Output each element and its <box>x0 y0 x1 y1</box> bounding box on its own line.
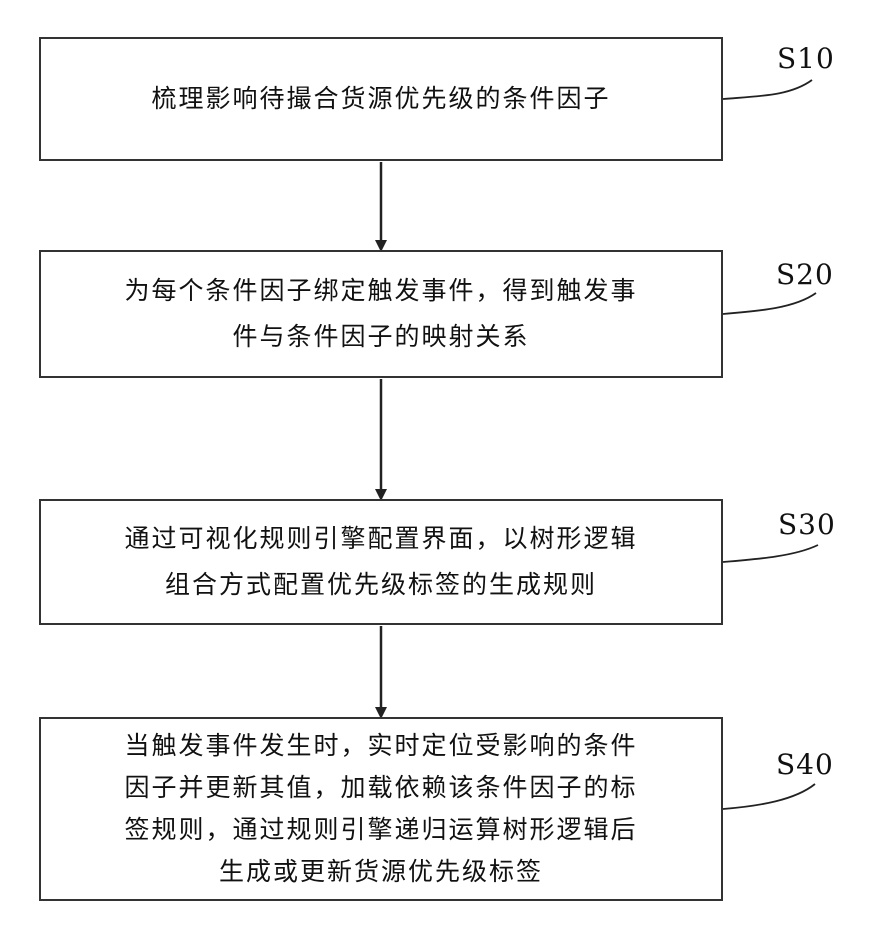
step-label-s20: S20 <box>776 258 834 291</box>
leader-line-s20 <box>723 293 816 314</box>
step-box-s20: 为每个条件因子绑定触发事件，得到触发事 件与条件因子的映射关系 <box>39 250 723 378</box>
step-text-s40: 当触发事件发生时，实时定位受影响的条件 因子并更新其值，加载依赖该条件因子的标 … <box>114 725 647 893</box>
leader-line-s10 <box>723 80 812 99</box>
step-label-s40: S40 <box>776 748 834 781</box>
step-label-s30: S30 <box>778 508 836 541</box>
step-text-s10: 梳理影响待撮合货源优先级的条件因子 <box>141 76 620 122</box>
step-label-s10: S10 <box>777 42 835 75</box>
step-text-s30: 通过可视化规则引擎配置界面，以树形逻辑 组合方式配置优先级标签的生成规则 <box>114 516 647 608</box>
leader-line-s40 <box>723 784 815 809</box>
step-box-s40: 当触发事件发生时，实时定位受影响的条件 因子并更新其值，加载依赖该条件因子的标 … <box>39 717 723 901</box>
step-text-s20: 为每个条件因子绑定触发事件，得到触发事 件与条件因子的映射关系 <box>114 268 647 360</box>
step-box-s10: 梳理影响待撮合货源优先级的条件因子 <box>39 37 723 161</box>
step-box-s30: 通过可视化规则引擎配置界面，以树形逻辑 组合方式配置优先级标签的生成规则 <box>39 499 723 625</box>
leader-line-s30 <box>723 545 818 562</box>
